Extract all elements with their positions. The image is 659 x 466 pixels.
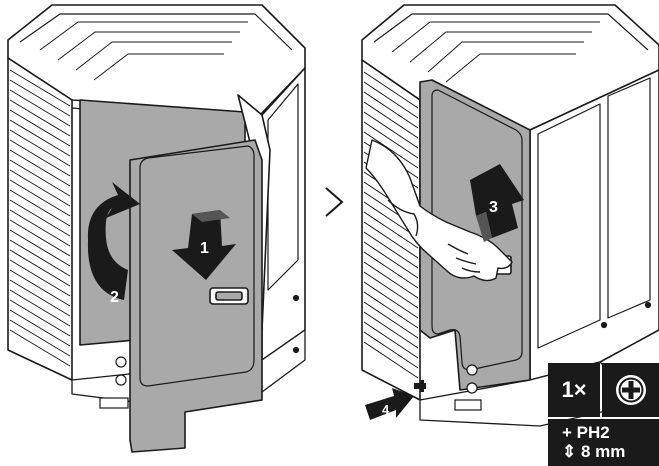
hands-illustration [365,139,513,282]
step3-label: 3 [489,199,498,216]
screw-quantity-badge: 1× [548,363,600,417]
left-base-details [99,294,300,409]
screw-length-label: ⇕ 8 mm [562,442,626,461]
step2-rotate-arrow [87,182,140,300]
phillips-head-icon [615,375,646,405]
phillips-screwdriver-icon [602,363,659,417]
sequence-chevron-icon [325,187,344,217]
step4-insert-screw-arrow [365,380,426,420]
step1-push-down-arrow [172,210,236,280]
step2-label: 2 [110,289,119,306]
step3-slide-up-arrow [470,164,524,242]
right-base-details [454,301,652,411]
removed-service-panel [129,139,263,453]
bit-size-label: + PH2 [562,423,610,442]
step4-label: 4 [382,402,390,417]
step1-label: 1 [200,240,209,257]
screwdriver-spec-badge: + PH2 ⇕ 8 mm [548,419,659,466]
left-grille-slats [9,69,71,367]
